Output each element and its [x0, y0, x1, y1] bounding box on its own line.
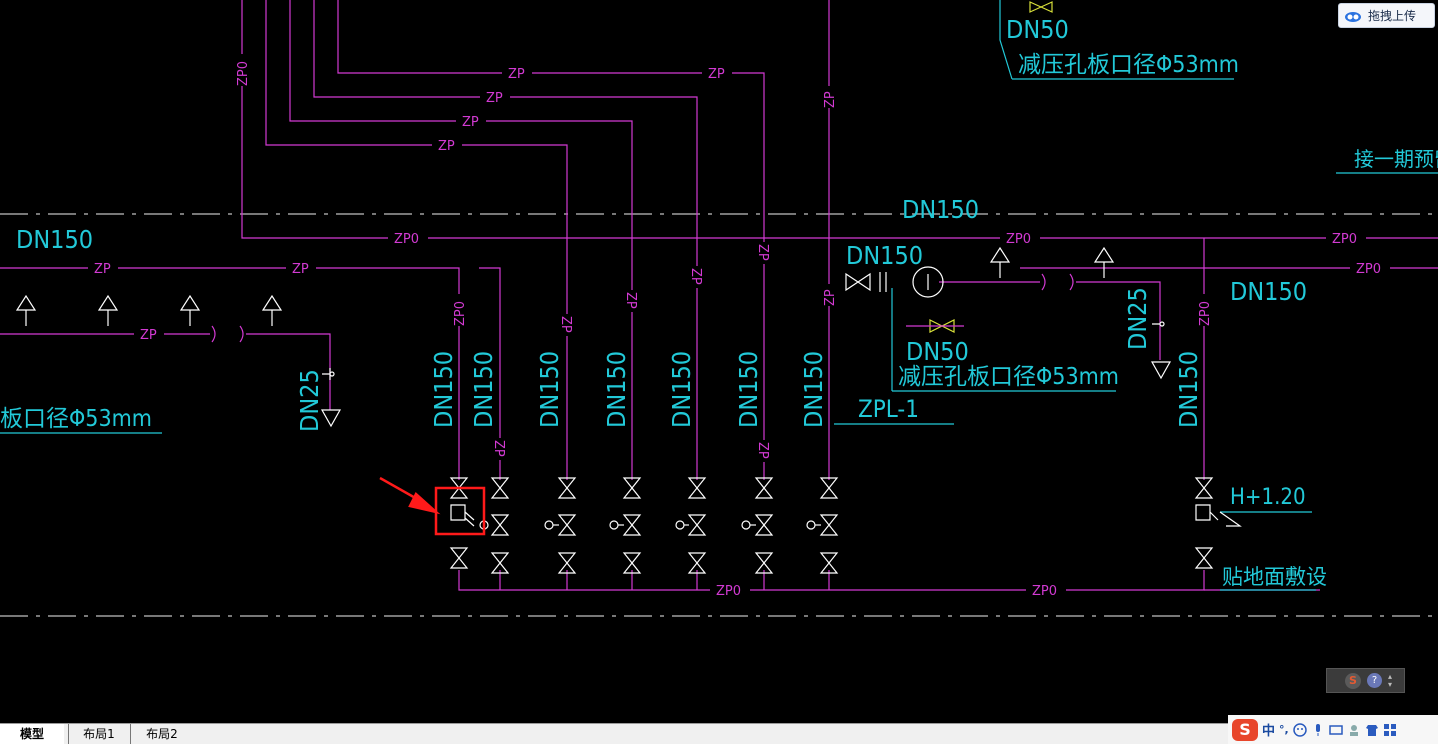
label-zp-v6: ZP [688, 268, 703, 285]
floating-ime-control[interactable]: S ? ▴▾ [1326, 668, 1405, 693]
chevron-updown-icon[interactable]: ▴▾ [1388, 671, 1393, 689]
cloud-icon [1345, 11, 1361, 22]
label-dn50-top: DN50 [1006, 15, 1069, 44]
label-underlines [0, 0, 1438, 591]
smiley-icon[interactable] [1292, 722, 1307, 737]
label-dn150-valve: DN150 [846, 241, 923, 270]
dimension-labels: DN150 DN150 DN150 DN150 DN50 DN50 减压孔板口径… [0, 15, 1438, 589]
label-dn25-right: DN25 [1123, 287, 1152, 350]
label-zp0-4: ZP0 [716, 584, 741, 599]
label-h120: H+1.20 [1230, 485, 1306, 510]
label-zpl1: ZPL-1 [858, 395, 919, 423]
label-zp-1: ZP [508, 67, 525, 82]
tab-layout1[interactable]: 布局1 [68, 724, 129, 744]
label-dn150-v8: DN150 [1174, 351, 1203, 428]
label-dn150-v4: DN150 [602, 351, 631, 428]
ime-toolbar: S 中 °, [1228, 715, 1438, 744]
layout-tab-bar: 模型 布局1 布局2 [0, 723, 1438, 744]
label-zp-4: ZP [462, 115, 479, 130]
label-zp0-v11: ZP0 [1198, 301, 1213, 326]
label-zp-2: ZP [708, 67, 725, 82]
label-zp-v4: ZP [558, 316, 573, 333]
cad-drawing-canvas[interactable]: DN150 DN150 DN150 DN150 DN50 DN50 减压孔板口径… [0, 0, 1438, 723]
shirt-icon[interactable] [1365, 723, 1379, 737]
label-dn150-v3: DN150 [535, 351, 564, 428]
label-dn150-v2: DN150 [469, 351, 498, 428]
label-zp-5: ZP [438, 139, 455, 154]
user-icon[interactable] [1347, 723, 1361, 737]
label-dn150-v6: DN150 [734, 351, 763, 428]
keyboard-icon[interactable] [1328, 723, 1343, 737]
label-floor: 贴地面敷设 [1222, 565, 1327, 589]
grid-icon[interactable] [1383, 723, 1397, 737]
tab-model[interactable]: 模型 [0, 724, 64, 744]
mic-icon[interactable] [1311, 723, 1325, 737]
label-dn25-left: DN25 [295, 369, 324, 432]
label-dn150-v1: DN150 [429, 351, 458, 428]
tab-layout2[interactable]: 布局2 [130, 724, 193, 744]
valve-stacks [320, 1, 1242, 574]
label-orifice-mid: 减压孔板口径Φ53mm [898, 364, 1119, 390]
highlight-annotation [379, 476, 486, 536]
label-dn150-left: DN150 [16, 225, 93, 254]
axis-lines [0, 213, 1438, 617]
label-zp-7: ZP [292, 262, 309, 277]
sogou-mini-logo-icon[interactable]: S [1345, 672, 1361, 689]
label-dn150-v5: DN150 [667, 351, 696, 428]
label-zp0-2: ZP0 [1006, 232, 1031, 247]
label-zp0-5: ZP0 [1032, 584, 1057, 599]
label-dn50-mid: DN50 [906, 337, 969, 366]
label-reserve: 接一期预留 [1354, 147, 1438, 171]
ime-punct[interactable]: °, [1279, 723, 1289, 736]
upload-button[interactable]: 拖拽上传 [1338, 3, 1435, 28]
label-zp0-v1: ZP0 [236, 61, 251, 86]
label-orifice-top: 减压孔板口径Φ53mm [1018, 52, 1239, 78]
pipe-network [0, 0, 1438, 591]
label-zp0-3: ZP0 [1332, 232, 1357, 247]
highlight-box [434, 486, 486, 536]
arrow-head-icon [408, 491, 441, 515]
label-zp-v10: ZP [823, 289, 838, 306]
label-zp-v8: ZP [491, 440, 506, 457]
label-zp-3: ZP [486, 91, 503, 106]
label-dn150-v7: DN150 [799, 351, 828, 428]
label-zp-v7: ZP [755, 244, 770, 261]
label-orifice-left: 板口径Φ53mm [0, 406, 152, 432]
label-zp-v5: ZP [623, 292, 638, 309]
label-zp-6: ZP [94, 262, 111, 277]
label-zp0-v3: ZP0 [453, 301, 468, 326]
pipe-labels: ZP ZP ZP ZP ZP ZP ZP ZP ZP0 ZP0 ZP0 ZP0 … [88, 54, 1390, 599]
help-icon[interactable]: ? [1367, 673, 1382, 688]
label-zp-8: ZP [140, 328, 157, 343]
label-zp0-r2: ZP0 [1356, 262, 1381, 277]
label-zp-v9: ZP [755, 442, 770, 459]
upload-label: 拖拽上传 [1368, 9, 1417, 23]
ime-mode-chinese[interactable]: 中 [1262, 724, 1276, 739]
label-dn150-right: DN150 [1230, 277, 1307, 306]
label-zp0-1: ZP0 [394, 232, 419, 247]
label-dn150-main: DN150 [902, 195, 979, 224]
label-zp-v2: ZP [823, 91, 838, 108]
sogou-logo-icon[interactable]: S [1232, 718, 1258, 741]
